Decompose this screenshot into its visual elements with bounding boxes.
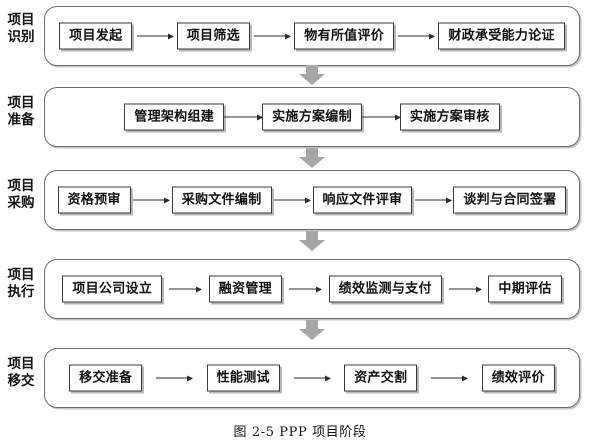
process-node[interactable]: 实施方案审核 bbox=[399, 103, 500, 131]
process-node[interactable]: 项目筛选 bbox=[176, 22, 250, 50]
process-node[interactable]: 项目公司设立 bbox=[62, 275, 163, 303]
stage-band-5: 移交准备 性能测试 资产交割 绩效评价 bbox=[44, 348, 580, 408]
stage-band-2: 管理架构组建 实施方案编制 实施方案审核 bbox=[44, 87, 580, 147]
flow-arrow-icon bbox=[133, 195, 171, 206]
flow-arrow-icon bbox=[398, 31, 436, 42]
figure-caption: 图 2-5 PPP 项目阶段 bbox=[233, 425, 367, 440]
process-node[interactable]: 中期评估 bbox=[488, 275, 562, 303]
stage-row-3: 资格预审 采购文件编制 响应文件评审 谈判与合同签署 bbox=[45, 186, 579, 214]
process-node[interactable]: 绩效监测与支付 bbox=[328, 275, 442, 303]
process-node[interactable]: 绩效评价 bbox=[481, 364, 555, 392]
flow-arrow-icon bbox=[449, 284, 483, 295]
stage-transition-arrow-icon bbox=[299, 231, 325, 251]
process-node[interactable]: 响应文件评审 bbox=[312, 186, 413, 214]
process-node[interactable]: 物有所值评价 bbox=[294, 22, 395, 50]
stage-label-4: 项目 执行 bbox=[7, 267, 35, 300]
stage-transition-arrow-icon bbox=[299, 148, 325, 168]
process-node[interactable]: 性能测试 bbox=[206, 364, 280, 392]
flow-arrow-icon bbox=[431, 373, 469, 384]
process-node[interactable]: 采购文件编制 bbox=[171, 186, 272, 214]
stage-row-5: 移交准备 性能测试 资产交割 绩效评价 bbox=[45, 364, 579, 392]
stage-row-2: 管理架构组建 实施方案编制 实施方案审核 bbox=[45, 103, 579, 131]
flow-arrow-icon bbox=[361, 112, 401, 123]
flow-arrow-icon bbox=[156, 373, 194, 384]
process-node[interactable]: 融资管理 bbox=[208, 275, 282, 303]
flow-arrow-icon bbox=[136, 31, 174, 42]
stage-transition-arrow-icon bbox=[299, 65, 325, 85]
stage-label-2: 项目 准备 bbox=[7, 95, 35, 128]
flow-arrow-icon bbox=[293, 373, 331, 384]
flow-arrow-icon bbox=[169, 284, 203, 295]
stage-band-3: 资格预审 采购文件编制 响应文件评审 谈判与合同签署 bbox=[44, 170, 580, 230]
stage-row-1: 项目发起 项目筛选 物有所值评价 财政承受能力论证 bbox=[45, 22, 579, 50]
process-node[interactable]: 移交准备 bbox=[69, 364, 143, 392]
process-node[interactable]: 资格预审 bbox=[57, 186, 131, 214]
flow-arrow-icon bbox=[224, 112, 264, 123]
stage-label-1: 项目 识别 bbox=[7, 12, 35, 45]
process-node[interactable]: 财政承受能力论证 bbox=[438, 22, 565, 50]
flow-arrow-icon bbox=[254, 31, 292, 42]
process-node[interactable]: 管理架构组建 bbox=[124, 103, 225, 131]
stage-transition-arrow-icon bbox=[299, 320, 325, 340]
process-node[interactable]: 资产交割 bbox=[344, 364, 418, 392]
stage-label-5: 项目 移交 bbox=[7, 356, 35, 389]
process-node[interactable]: 项目发起 bbox=[59, 22, 133, 50]
flow-arrow-icon bbox=[289, 284, 323, 295]
process-node[interactable]: 实施方案编制 bbox=[262, 103, 362, 131]
process-node[interactable]: 谈判与合同签署 bbox=[453, 186, 567, 214]
stage-label-3: 项目 采购 bbox=[7, 178, 35, 211]
stage-row-4: 项目公司设立 融资管理 绩效监测与支付 中期评估 bbox=[45, 275, 579, 303]
flow-arrow-icon bbox=[274, 195, 312, 206]
stage-band-4: 项目公司设立 融资管理 绩效监测与支付 中期评估 bbox=[44, 259, 580, 319]
flow-arrow-icon bbox=[414, 195, 452, 206]
stage-band-1: 项目发起 项目筛选 物有所值评价 财政承受能力论证 bbox=[44, 6, 580, 66]
